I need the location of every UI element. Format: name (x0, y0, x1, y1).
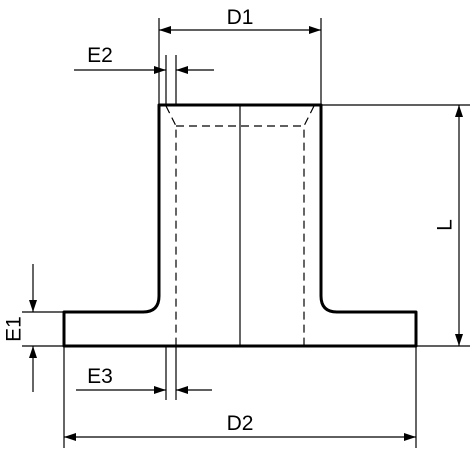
l-label: L (434, 219, 457, 231)
dimension-d1: D1 (158, 6, 322, 105)
bore-hidden-lines (165, 105, 315, 345)
dimension-l: L (321, 104, 470, 347)
e2-label: E2 (87, 44, 113, 67)
dimension-e2: E2 (74, 44, 214, 105)
dimension-e3: E3 (76, 346, 212, 400)
e1-label: E1 (3, 316, 26, 342)
e3-label: E3 (87, 365, 113, 388)
d1-label: D1 (227, 6, 254, 29)
d2-label: D2 (227, 412, 254, 435)
dimension-e1: E1 (3, 264, 64, 392)
dimension-d2: D2 (63, 346, 417, 448)
